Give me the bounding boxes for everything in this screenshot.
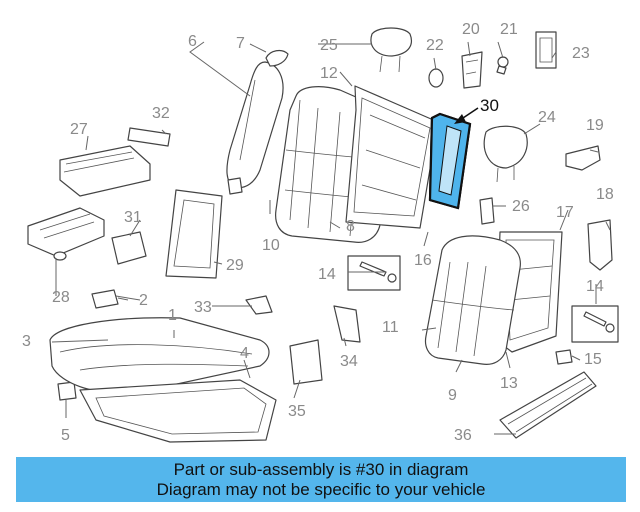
callout-35: 35 [288,403,306,420]
banner-line-disclaimer: Diagram may not be specific to your vehi… [156,480,486,499]
part-35-mount [289,339,323,385]
part-31-panel [111,231,147,265]
callout-33: 33 [194,299,212,316]
part-16-frame [345,85,439,229]
part-22-cap [428,68,444,88]
callout-18: 18 [596,186,614,203]
part-34-bracket [333,305,361,343]
callout-9: 9 [448,387,457,404]
part-15-clip [555,349,573,365]
part-19-handle [565,145,601,171]
callout-13: 13 [500,375,518,392]
callout-24: 24 [538,109,556,126]
part-21-bolt [496,56,509,75]
callout-31: 31 [124,209,142,226]
part-26-guide [479,197,495,225]
part-18-bracket [587,219,613,271]
callout-19: 19 [586,117,604,134]
part-23-cover [535,31,557,69]
callout-25: 25 [320,37,338,54]
callout-21: 21 [500,21,518,38]
callout-2: 2 [139,292,148,309]
callout-1: 1 [168,307,177,324]
callout-22: 22 [426,37,444,54]
callout-27: 27 [70,121,88,138]
callout-12: 12 [320,65,338,82]
part-14-bolt-left [347,255,401,291]
callout-15: 15 [584,351,602,368]
part-2-latch [91,289,119,309]
callout-34: 34 [340,353,358,370]
callout-30: 30 [480,96,499,115]
part-28-tray [27,207,105,261]
info-banner: Part or sub-assembly is #30 in diagram D… [16,457,626,502]
callout-26: 26 [512,198,530,215]
callout-17: 17 [556,204,574,221]
callout-4: 4 [240,345,249,362]
callout-8: 8 [346,218,355,235]
part-33-hinge [245,295,273,315]
callout-14: 14 [318,266,336,283]
callout-14b: 14 [586,278,604,295]
callout-3: 3 [22,333,31,350]
leader-lines [51,41,611,435]
part-36-cover-strip [499,371,597,439]
part-20-bracket [461,51,483,89]
callout-6: 6 [188,33,197,50]
part-1-seat-cushion [49,317,270,394]
callout-29: 29 [226,257,244,274]
callout-5: 5 [61,427,70,444]
part-7-clip [265,49,289,67]
callout-16: 16 [414,252,432,269]
part-32-strip [127,127,171,147]
callout-23: 23 [572,45,590,62]
part-9-seat-back [424,235,521,365]
part-29-armrest-frame [165,189,223,279]
part-27-pad [59,145,151,197]
part-25-headrest [370,27,413,57]
callout-7: 7 [236,35,245,52]
part-24-headrest [483,125,528,169]
callout-32: 32 [152,105,170,122]
callout-28: 28 [52,289,70,306]
parts-diagram: 1 2 3 4 5 6 7 8 9 10 11 12 13 14 14 15 1… [22,21,619,444]
part-4-cushion-frame [79,379,277,443]
part-6-side-trim [226,61,284,195]
banner-line-part-number: Part or sub-assembly is #30 in diagram [173,460,469,479]
callout-10: 10 [262,237,280,254]
callout-36: 36 [454,427,472,444]
callout-11: 11 [382,319,399,336]
part-5-button [57,381,77,401]
callout-20: 20 [462,21,480,38]
callout-30-arrow [454,107,479,124]
part-14-bolt-right [571,305,619,343]
